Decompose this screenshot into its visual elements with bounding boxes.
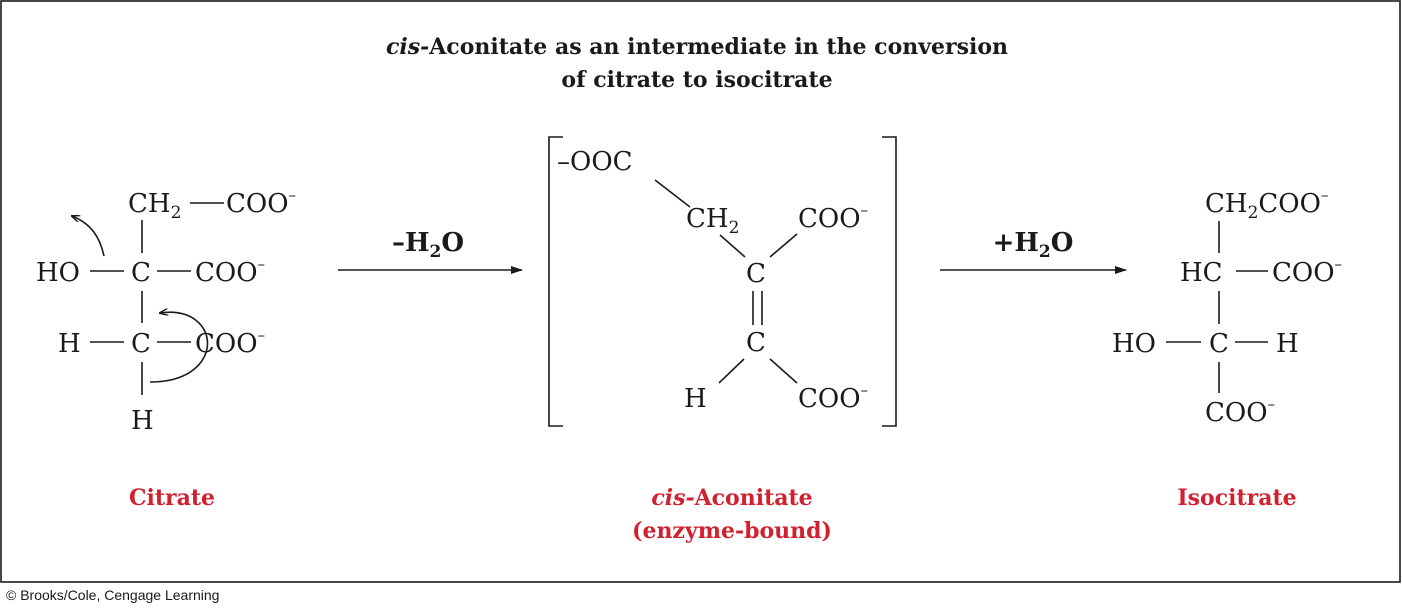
citrate-structure: CH2 COO– HO C COO– H C COO– H (36, 186, 296, 436)
citrate-label: Citrate (129, 485, 215, 511)
isocitrate-label: Isocitrate (1177, 485, 1296, 511)
figure-title-line1: cis-Aconitate as an intermediate in the … (386, 34, 1008, 60)
citrate-hydrogen-1: H (58, 329, 81, 359)
citrate-carboxylate-2: COO– (195, 255, 265, 288)
cis-aconitate-structure: –OOC CH2 COO– C C H COO– (548, 136, 897, 427)
citrate-carbon-2: C (131, 329, 151, 359)
electron-arrow-hydroxyl-icon (72, 216, 105, 257)
aconitate-carbon-1: C (746, 259, 766, 289)
enzyme-bound-note: (enzyme-bound) (632, 518, 832, 544)
citrate-carboxylate-1: COO– (226, 186, 296, 219)
isocitrate-structure: CH2COO– HC COO– HO C H COO– (1112, 186, 1342, 428)
citrate-hydroxyl: HO (36, 258, 80, 288)
aconitate-carboxylate-3: COO– (798, 381, 868, 414)
isocitrate-carboxylate-1: COO– (1272, 255, 1342, 288)
isocitrate-hydroxyl: HO (1112, 329, 1156, 359)
aconitate-hydrogen: H (684, 384, 707, 414)
aconitate-ch2-group: CH2 (686, 204, 739, 238)
figure-title-line2: of citrate to isocitrate (561, 67, 832, 93)
isocitrate-hc-group: HC (1180, 258, 1223, 288)
isocitrate-carbon: C (1209, 329, 1229, 359)
citrate-hydrogen-2: H (131, 406, 154, 436)
figure-border (0, 0, 1401, 583)
citrate-ch2-group: CH2 (128, 189, 181, 223)
citrate-carbon-1: C (131, 258, 151, 288)
isocitrate-ch2coo-group: CH2COO– (1205, 186, 1328, 223)
aconitate-carboxylate-1: –OOC (557, 147, 633, 177)
aconitate-carbon-2: C (746, 328, 766, 358)
right-bracket (882, 136, 897, 427)
left-bracket (548, 136, 563, 427)
cis-aconitate-label: cis-Aconitate (651, 485, 812, 511)
isocitrate-hydrogen: H (1276, 329, 1299, 359)
copyright-credit: © Brooks/Cole, Cengage Learning (6, 587, 220, 603)
aconitate-carboxylate-2: COO– (798, 201, 868, 234)
hydration-step-label: +H2O (993, 228, 1074, 262)
isocitrate-carboxylate-2: COO– (1205, 395, 1275, 428)
electron-arrow-proton-icon (149, 312, 209, 383)
dehydration-step-label: –H2O (392, 228, 464, 262)
